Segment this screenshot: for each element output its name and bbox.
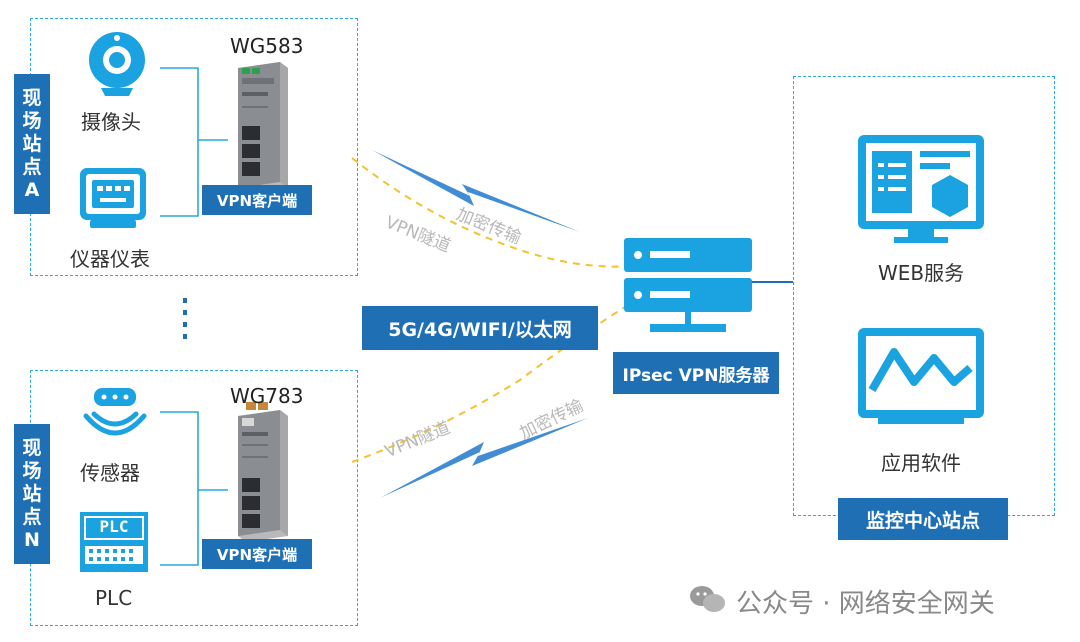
site-n-vpn-client-label: VPN客户端 xyxy=(202,539,312,569)
site-a-tag-char: 场 xyxy=(22,109,42,132)
ipsec-server-label: IPsec VPN服务器 xyxy=(613,352,779,394)
web-service-icon xyxy=(858,135,984,243)
site-a-tag-char: 点 xyxy=(22,155,42,178)
lightning-n-icon xyxy=(380,418,588,498)
network-type-label: 5G/4G/WIFI/以太网 xyxy=(362,306,598,350)
app-software-icon xyxy=(858,328,984,424)
ellipsis-icon xyxy=(183,298,187,339)
plc-label: PLC xyxy=(95,586,133,610)
wg783-model-label: WG783 xyxy=(230,384,304,408)
site-n-tag-char: 点 xyxy=(22,505,42,528)
site-a-tag-char: A xyxy=(24,178,40,201)
site-a-tag-char: 站 xyxy=(22,132,42,155)
server-icon xyxy=(624,238,752,332)
site-n-tag-char: N xyxy=(24,528,40,551)
site-n-tag-char: 站 xyxy=(22,482,42,505)
app-software-label: 应用软件 xyxy=(881,451,961,475)
tunnel-n-line xyxy=(351,299,637,463)
sensor-icon xyxy=(83,388,147,436)
sensor-label: 传感器 xyxy=(80,461,140,485)
router-wg583-icon xyxy=(238,62,288,194)
tunnel-a-line xyxy=(351,157,637,268)
watermark-text: 公众号 · 网络安全网关 xyxy=(736,589,995,619)
site-n-connectors xyxy=(160,411,228,566)
site-a-tag-char: 现 xyxy=(22,86,42,109)
plc-icon xyxy=(80,512,148,572)
site-a-connectors xyxy=(160,67,228,217)
meter-label: 仪器仪表 xyxy=(70,247,150,271)
wg583-model-label: WG583 xyxy=(230,34,304,58)
camera-icon xyxy=(89,32,145,96)
wechat-icon xyxy=(690,586,725,612)
site-a-tag: 现 场 站 点 A xyxy=(14,74,50,214)
camera-label: 摄像头 xyxy=(81,110,141,134)
router-wg783-icon xyxy=(238,402,288,542)
site-n-tag-char: 场 xyxy=(22,459,42,482)
site-a-vpn-client-label: VPN客户端 xyxy=(202,185,312,215)
plc-icon-text: PLC xyxy=(99,517,129,536)
site-n-tag-char: 现 xyxy=(22,436,42,459)
site-n-tag: 现 场 站 点 N xyxy=(14,424,50,564)
web-service-label: WEB服务 xyxy=(878,261,965,285)
monitor-center-title: 监控中心站点 xyxy=(838,498,1008,540)
lightning-a-icon xyxy=(372,150,580,232)
meter-icon xyxy=(80,168,146,228)
